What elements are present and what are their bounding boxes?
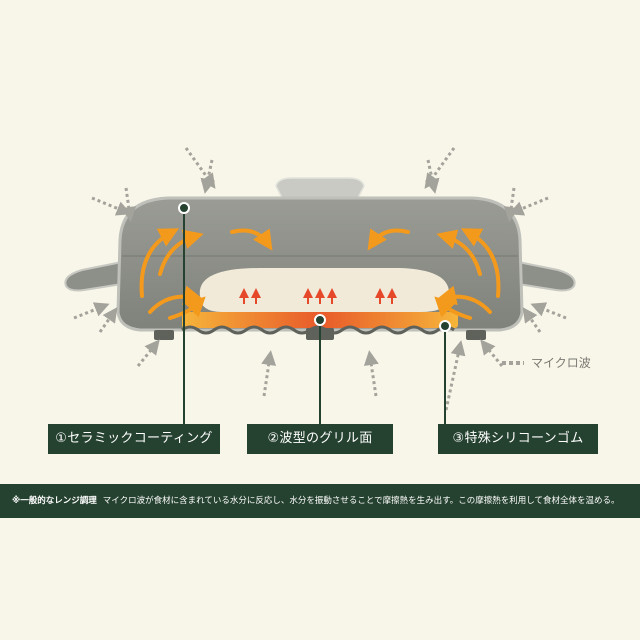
- right-foot: [466, 330, 486, 340]
- convection-arrows: [139, 228, 501, 320]
- footer-body: マイクロ波が食材に含まれている水分に反応し、水分を振動させることで摩擦熱を生み出…: [102, 496, 620, 506]
- footer-note: ※一般的なレンジ調理マイクロ波が食材に含まれている水分に反応し、水分を振動させる…: [0, 484, 640, 518]
- leader-lines: [183, 208, 446, 424]
- microwave-legend: マイクロ波: [502, 354, 591, 371]
- footer-title: ※一般的なレンジ調理: [12, 496, 97, 506]
- heat-rise-arrows: [239, 288, 397, 304]
- dotted-line-icon: [502, 360, 524, 365]
- microwave-arrows: [73, 147, 567, 411]
- wavy-grill: [181, 325, 455, 335]
- food: [199, 268, 449, 312]
- microwave-legend-label: マイクロ波: [531, 356, 591, 370]
- label-silicone-rubber: ③特殊シリコーンゴム: [438, 424, 598, 454]
- left-handle: [64, 260, 123, 292]
- leader-dots: [178, 202, 451, 332]
- label-wavy-grill: ②波型のグリル面: [247, 424, 393, 454]
- label-ceramic-coating: ①セラミックコーティング: [48, 424, 220, 454]
- left-foot: [154, 330, 174, 340]
- right-handle: [517, 260, 576, 292]
